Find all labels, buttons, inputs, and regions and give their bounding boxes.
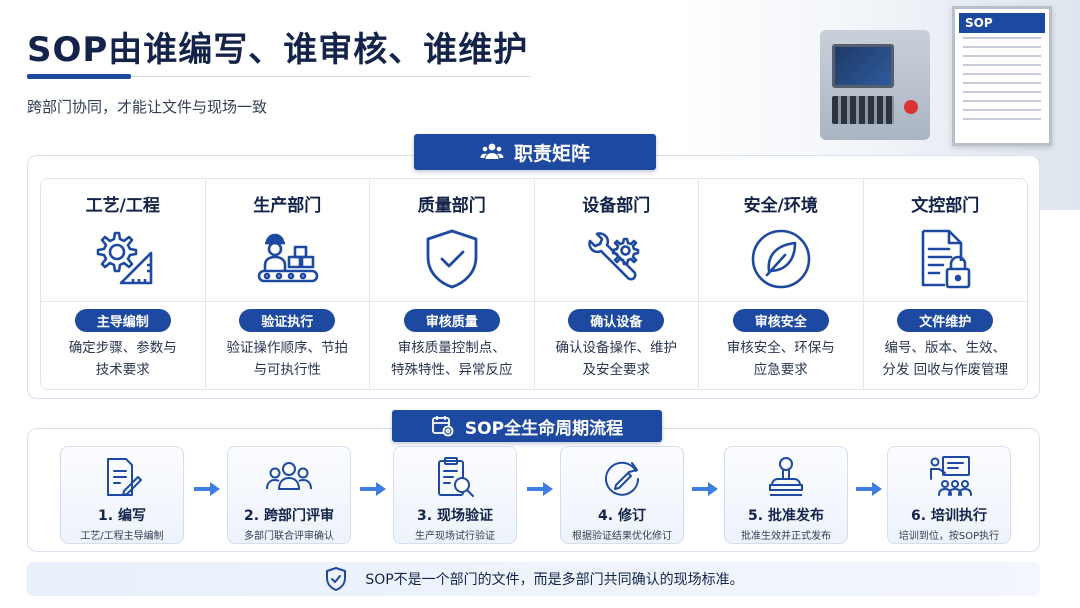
arrow-right-icon: [527, 482, 553, 496]
machine-illustration: [820, 30, 930, 140]
role-description: 确认设备操作、维护 及安全要求: [541, 337, 693, 381]
role-desc-line: 及安全要求: [582, 362, 651, 378]
machine-keypad: [832, 96, 894, 124]
shield-check-icon: [326, 567, 347, 591]
role-divider: [370, 301, 534, 302]
lifecycle-step-2: 2. 跨部门评审 多部门联合评审确认: [227, 446, 351, 544]
role-desc-line: 与可执行性: [253, 362, 322, 378]
lifecycle-step-4: 4. 修订 根据验证结果优化修订: [560, 446, 684, 544]
matrix-tag-label: 职责矩阵: [513, 142, 590, 165]
gear-ruler-icon: [96, 231, 153, 285]
step-description: 工艺/工程主导编制: [80, 531, 164, 542]
step-description: 多部门联合评审确认: [244, 531, 334, 542]
role-description: 验证操作顺序、节拍 与可执行性: [212, 337, 364, 381]
document-lock-icon: [921, 229, 971, 289]
role-divider: [699, 301, 863, 302]
group-icon: [266, 462, 312, 490]
arrow-right-icon: [692, 482, 718, 496]
role-name: 安全/环境: [743, 196, 818, 216]
role-name: 生产部门: [253, 196, 322, 216]
role-description: 确定步骤、参数与 技术要求: [47, 337, 199, 381]
role-desc-line: 应急要求: [753, 362, 808, 378]
role-desc-line: 编号、版本、生效、: [884, 340, 1007, 356]
role-grid: 工艺/工程 主导编制 确定步骤、参数与 技术要求 生产部门 验证执行 验证操作顺…: [40, 178, 1028, 390]
role-name: 工艺/工程: [85, 196, 160, 216]
role-desc-line: 确认设备操作、维护: [555, 340, 678, 356]
sop-board-label: SOP: [959, 13, 1045, 33]
lifecycle-tag: SOP全生命周期流程: [392, 410, 662, 442]
step-description: 生产现场试行验证: [415, 531, 495, 542]
step-description: 根据验证结果优化修订: [572, 531, 672, 542]
lifecycle-step-5: 5. 批准发布 批准生效并正式发布: [724, 446, 848, 544]
refresh-pen-icon: [605, 461, 639, 496]
title-divider: [131, 76, 531, 77]
page-title: SOP由谁编写、谁审核、谁维护: [27, 30, 529, 70]
arrow-right-icon: [856, 482, 882, 496]
role-divider: [863, 301, 1027, 302]
role-pill: 确认设备: [568, 309, 665, 332]
footer-banner: SOP不是一个部门的文件，而是多部门共同确认的现场标准。: [27, 562, 1040, 596]
arrow-right-icon: [360, 482, 386, 496]
step-title: 4. 修订: [598, 508, 646, 524]
step-title: 6. 培训执行: [911, 508, 987, 524]
machine-screen: [832, 44, 894, 88]
page-subtitle: 跨部门协同，才能让文件与现场一致: [27, 98, 268, 116]
sop-board-illustration: SOP: [952, 6, 1052, 146]
role-name: 质量部门: [417, 196, 486, 216]
role-desc-line: 审核安全、环保与: [726, 340, 835, 356]
role-description: 审核安全、环保与 应急要求: [705, 337, 857, 381]
footer-text: SOP不是一个部门的文件，而是多部门共同确认的现场标准。: [365, 572, 744, 588]
lifecycle-step-6: 6. 培训执行 培训到位，按SOP执行: [887, 446, 1011, 544]
role-pill: 审核质量: [403, 309, 500, 332]
role-divider: [41, 301, 205, 302]
calendar-gear-icon: [432, 416, 454, 437]
worker-conveyor-icon: [257, 233, 319, 283]
step-title: 2. 跨部门评审: [244, 508, 334, 524]
shield-check-icon: [426, 229, 478, 289]
wrench-gear-icon: [588, 232, 640, 281]
matrix-tag: 职责矩阵: [414, 134, 656, 170]
clipboard-search-icon: [438, 457, 474, 497]
role-pill: 主导编制: [74, 309, 171, 332]
machine-stop-button: [904, 100, 918, 114]
lifecycle-tag-label: SOP全生命周期流程: [464, 418, 624, 439]
role-desc-line: 特殊特性、异常反应: [391, 362, 513, 378]
lifecycle-step-3: 3. 现场验证 生产现场试行验证: [393, 446, 517, 544]
stamp-icon: [769, 457, 803, 496]
role-desc-line: 验证操作顺序、节拍: [226, 340, 349, 356]
lifecycle-step-1: 1. 编写 工艺/工程主导编制: [60, 446, 184, 544]
role-name: 文控部门: [911, 196, 980, 216]
role-card-equipment: 设备部门 确认设备 确认设备操作、维护 及安全要求: [534, 179, 699, 389]
step-description: 培训到位，按SOP执行: [898, 531, 1000, 542]
step-title: 1. 编写: [98, 508, 146, 524]
role-name: 设备部门: [582, 196, 651, 216]
role-description: 编号、版本、生效、 分发 回收与作废管理: [870, 337, 1022, 381]
title-accent-bar: [27, 74, 131, 79]
role-card-document-control: 文控部门 文件维护 编号、版本、生效、 分发 回收与作废管理: [863, 179, 1027, 389]
step-title: 3. 现场验证: [417, 508, 493, 524]
step-title: 5. 批准发布: [748, 508, 824, 524]
role-desc-line: 分发 回收与作废管理: [882, 362, 1009, 378]
role-pill: 验证执行: [239, 309, 336, 332]
sop-board-lines: [963, 37, 1041, 127]
role-desc-line: 确定步骤、参数与: [68, 340, 177, 356]
training-icon: [930, 456, 972, 496]
role-card-quality: 质量部门 审核质量 审核质量控制点、 特殊特性、异常反应: [370, 179, 535, 389]
role-card-production: 生产部门 验证执行 验证操作顺序、节拍 与可执行性: [205, 179, 370, 389]
arrow-right-icon: [194, 482, 220, 496]
role-desc-line: 技术要求: [95, 362, 150, 378]
role-card-process: 工艺/工程 主导编制 确定步骤、参数与 技术要求: [41, 179, 206, 389]
role-pill: 审核安全: [732, 309, 829, 332]
role-pill: 文件维护: [897, 309, 994, 332]
role-divider: [205, 301, 369, 302]
role-desc-line: 审核质量控制点、: [397, 340, 506, 356]
step-description: 批准生效并正式发布: [741, 531, 831, 542]
leaf-icon: [751, 229, 811, 289]
role-description: 审核质量控制点、 特殊特性、异常反应: [376, 337, 528, 381]
users-icon: [480, 143, 504, 159]
document-pen-icon: [107, 458, 142, 496]
role-card-safety: 安全/环境 审核安全 审核安全、环保与 应急要求: [699, 179, 864, 389]
role-divider: [534, 301, 698, 302]
